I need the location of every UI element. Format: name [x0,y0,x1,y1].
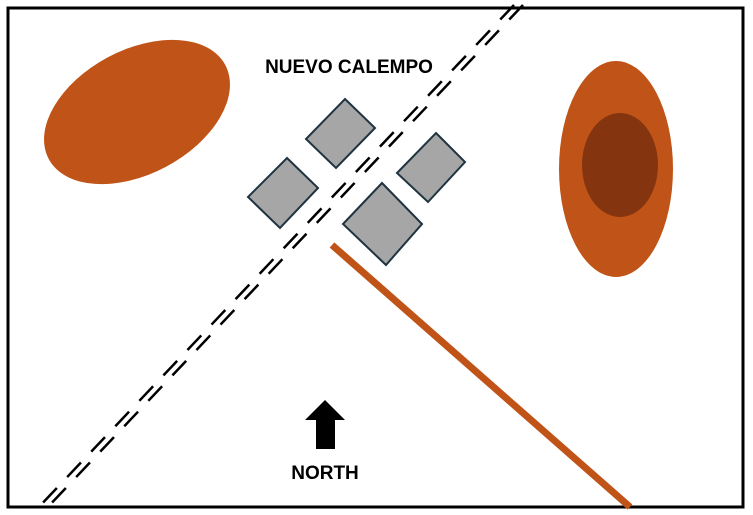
building-south [341,181,424,267]
town-label: NUEVO CALEMPO [265,57,433,78]
railway-line [35,4,524,511]
road [329,242,633,510]
railway-rail-right [44,4,524,511]
north-label: NORTH [291,463,359,484]
hill-west [44,39,230,185]
building-north [304,97,377,170]
up-arrow-icon [305,400,345,449]
railway-rail-left [35,4,515,511]
building-east [395,131,467,204]
hill-east-peak [582,113,658,217]
building-west [246,156,320,230]
